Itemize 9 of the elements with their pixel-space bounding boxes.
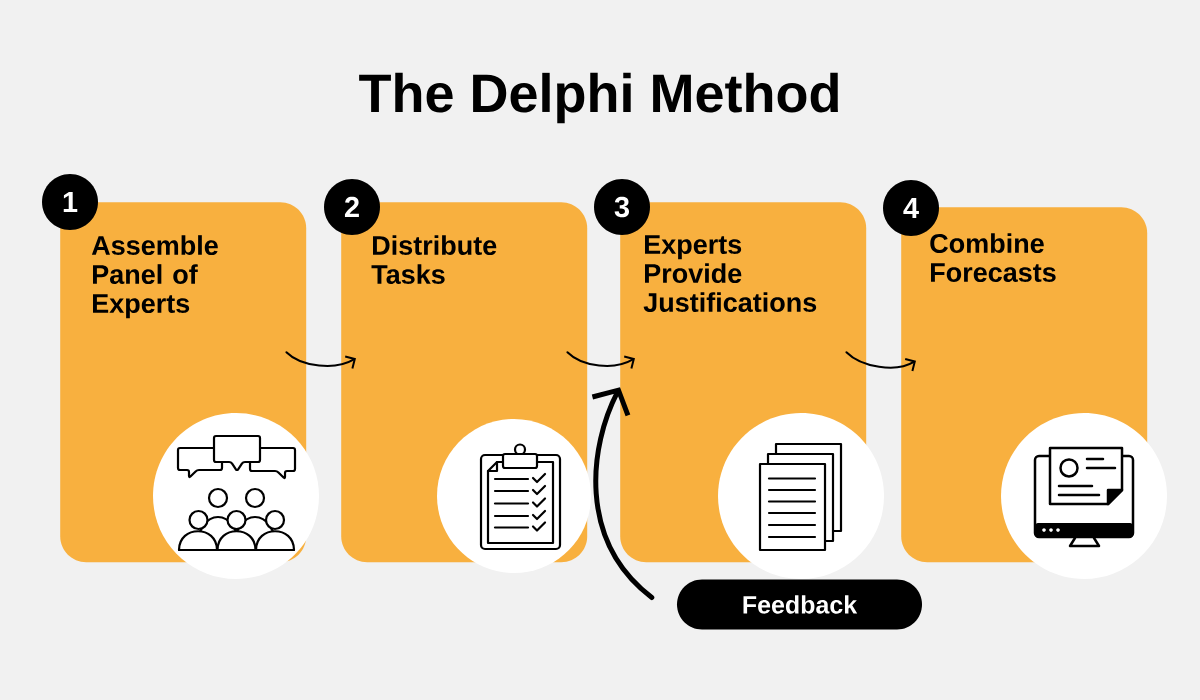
pill-label: Feedback xyxy=(677,579,922,630)
number-badge: 1 xyxy=(42,174,98,230)
curved-arrow xyxy=(285,351,356,370)
curved-arrow xyxy=(566,351,635,370)
curved-arrow xyxy=(845,351,916,372)
title: The Delphi Method xyxy=(359,72,838,124)
number-badge: 2 xyxy=(324,179,380,235)
curved-arrow xyxy=(591,387,655,600)
number-badge: 3 xyxy=(594,179,650,235)
